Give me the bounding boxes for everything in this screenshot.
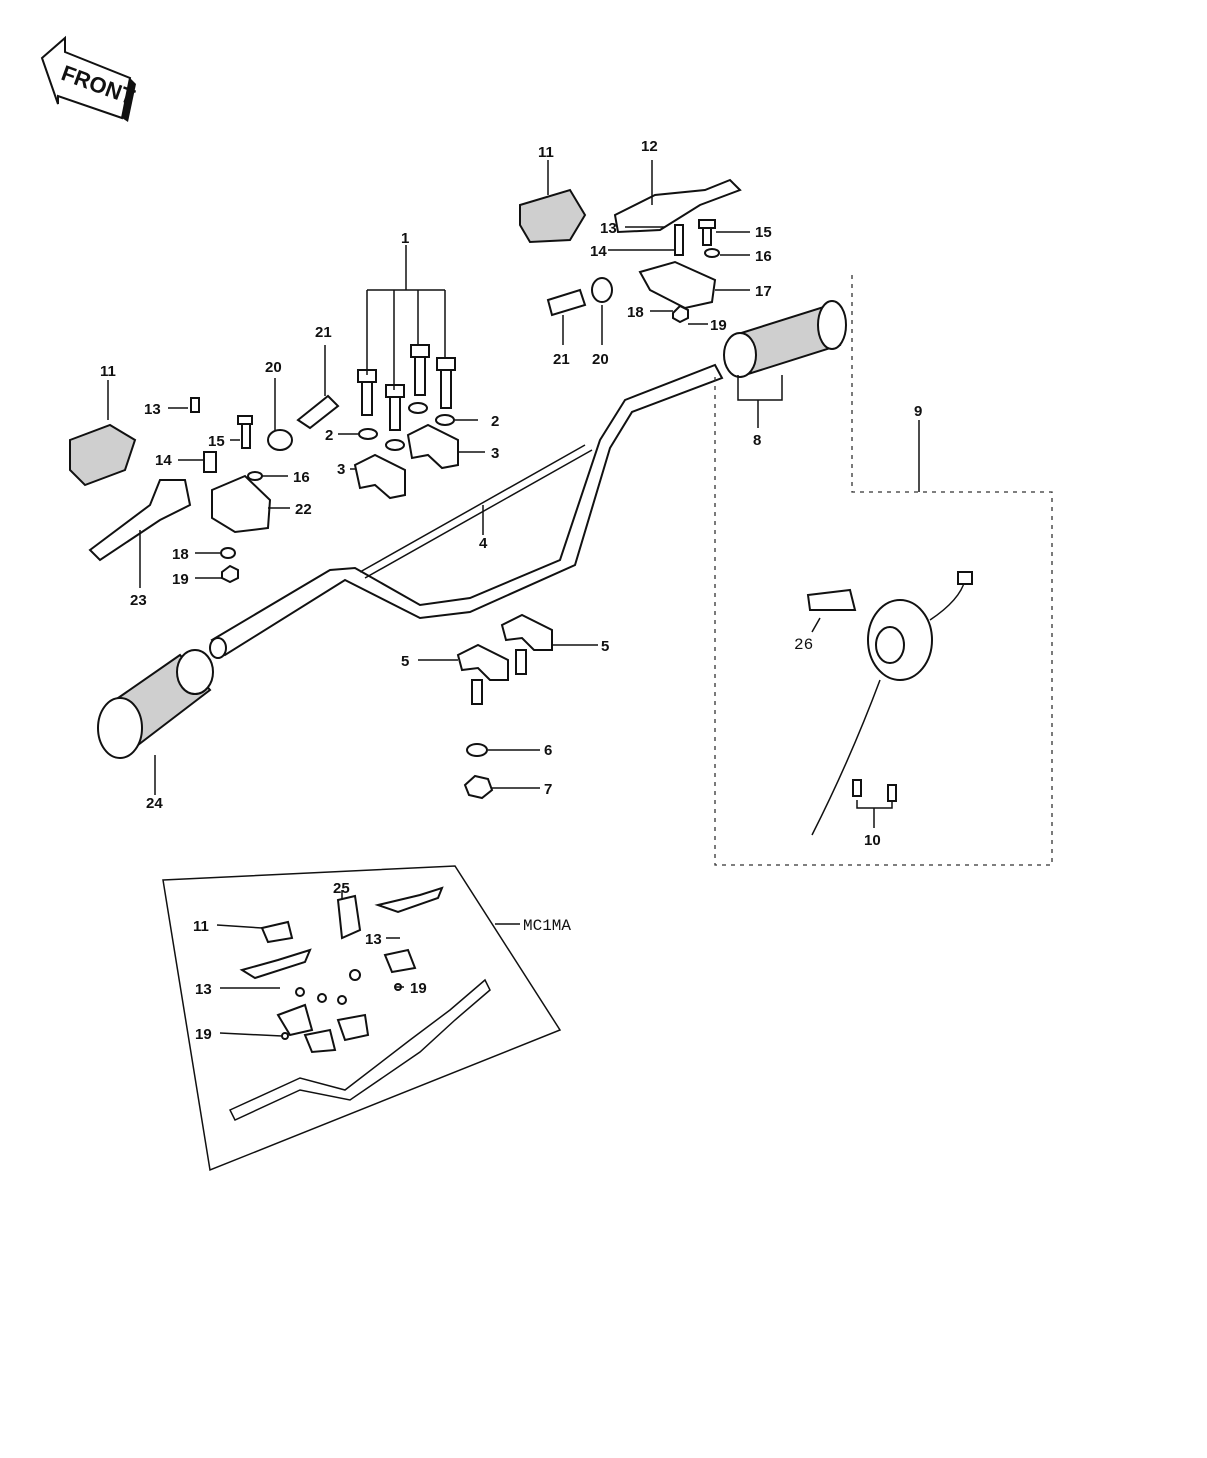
callout-16b: 16	[755, 248, 772, 265]
callout-labels: 1 2 2 3 3 4 5 5 6 7 8 9 10 11 11 12 13 1…	[100, 138, 922, 1043]
leader-lines	[107, 160, 920, 925]
callout-10: 10	[864, 832, 881, 849]
upper-clamps	[353, 423, 459, 500]
callout-4: 4	[479, 535, 488, 552]
callout-11b: 11	[100, 363, 116, 380]
inset-callout-11: 11	[193, 918, 209, 935]
mc1ma-inset	[162, 865, 562, 1172]
callout-19b: 19	[710, 317, 727, 334]
callout-20b: 20	[592, 351, 609, 368]
callout-14a: 14	[155, 452, 172, 469]
kill-switch-assembly	[714, 275, 1053, 866]
callout-5b: 5	[601, 638, 609, 655]
callout-24: 24	[146, 795, 163, 812]
callout-15b: 15	[755, 224, 772, 241]
callout-2b: 2	[491, 413, 499, 430]
callout-26: 26	[794, 636, 813, 654]
lower-holders	[456, 613, 553, 800]
callout-7: 7	[544, 781, 552, 798]
callout-3a: 3	[337, 461, 345, 478]
callout-2a: 2	[325, 427, 333, 444]
left-grip	[97, 649, 214, 759]
left-lever-assembly	[69, 394, 340, 584]
inset-callout-19a: 19	[410, 980, 427, 997]
right-grip	[723, 300, 847, 378]
callout-5a: 5	[401, 653, 409, 670]
front-direction-badge: FRONT	[40, 35, 138, 122]
variant-label: MC1MA	[523, 917, 571, 935]
callout-13a: 13	[144, 401, 161, 418]
callout-9: 9	[914, 403, 922, 420]
washers	[358, 402, 455, 451]
handlebar	[209, 363, 724, 659]
callout-19a: 19	[172, 571, 189, 588]
callout-6: 6	[544, 742, 552, 759]
callout-8: 8	[753, 432, 761, 449]
callout-23: 23	[130, 592, 147, 609]
callout-14b: 14	[590, 243, 607, 260]
callout-16a: 16	[293, 469, 310, 486]
inset-callout-19b: 19	[195, 1026, 212, 1043]
callout-22: 22	[295, 501, 312, 518]
callout-17: 17	[755, 283, 772, 300]
callout-21a: 21	[315, 324, 332, 341]
callout-18a: 18	[172, 546, 189, 563]
callout-12: 12	[641, 138, 658, 155]
callout-11a: 11	[538, 144, 554, 161]
callout-18b: 18	[627, 304, 644, 321]
inset-callout-25: 25	[333, 880, 350, 897]
callout-20a: 20	[265, 359, 282, 376]
callout-3b: 3	[491, 445, 499, 462]
clamp-bolts	[357, 344, 456, 431]
callout-21b: 21	[553, 351, 570, 368]
callout-1: 1	[401, 230, 409, 247]
inset-callout-13b: 13	[195, 981, 212, 998]
right-lever-assembly	[519, 178, 742, 324]
callout-15a: 15	[208, 433, 225, 450]
inset-callout-13a: 13	[365, 931, 382, 948]
callout-13b: 13	[600, 220, 617, 237]
